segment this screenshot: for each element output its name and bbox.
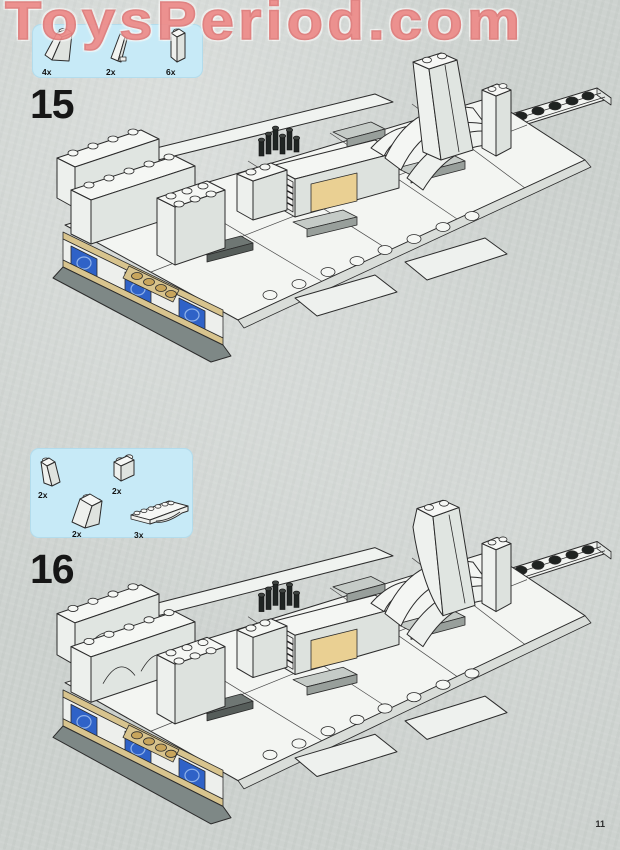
mid-stud-towers <box>156 162 288 266</box>
step-15-model-illustration <box>52 52 612 363</box>
part-icon-slope-2x1 <box>44 28 73 62</box>
antenna-cluster <box>258 125 301 157</box>
step-16-model <box>45 492 620 827</box>
front-bay-walls <box>56 583 196 703</box>
ramp-side-tower <box>481 536 512 613</box>
step-16-number: 16 <box>30 546 75 592</box>
tall-tower <box>412 52 474 161</box>
part-icon-arch-1x6 <box>130 500 189 525</box>
part-brick-1x2: 2x <box>110 454 137 495</box>
part-slope-2x1: 4x <box>40 26 76 76</box>
step-16-model-illustration <box>52 499 612 825</box>
part-slope-1x1: 2x <box>106 30 130 76</box>
part-slope-2x2: 2x <box>68 489 105 538</box>
deck-stud-row <box>262 211 480 300</box>
step-16-parts-box: 2x 2x 2x <box>30 448 193 539</box>
part-icon-slope-75-tall <box>170 28 186 63</box>
step-15-parts-box: 4x 2x 6x <box>32 24 203 78</box>
part-count: 2x <box>106 67 116 77</box>
part-count: 2x <box>112 486 122 496</box>
watermark: ToysPeriod.com <box>4 0 525 51</box>
step-15-model <box>45 40 620 365</box>
part-icon-slope-1x1 <box>110 33 128 63</box>
antenna-cluster <box>258 580 301 612</box>
hull-front-stripes <box>52 689 232 825</box>
part-icon-slope-2x2 <box>71 493 103 529</box>
mid-stud-towers <box>156 618 288 725</box>
hull-front-stripes <box>52 231 232 363</box>
part-count: 4x <box>42 67 52 77</box>
part-count: 6x <box>166 67 176 77</box>
part-count: 3x <box>134 530 144 540</box>
page-number: 11 <box>595 819 605 829</box>
part-icon-slope-2x1 <box>40 457 61 487</box>
part-count: 2x <box>38 490 48 500</box>
ramp-side-tower <box>481 83 512 157</box>
part-slope-75-tall: 6x <box>163 27 189 76</box>
part-arch-1x6: 3x <box>126 497 192 539</box>
deck-stud-row <box>262 668 480 760</box>
step-15-number: 15 <box>30 81 75 127</box>
part-slope-2x1: 2x <box>36 454 62 499</box>
front-bay-walls <box>56 128 196 245</box>
part-count: 2x <box>72 529 82 539</box>
tall-curved-tower <box>412 499 476 617</box>
part-icon-brick-1x2 <box>113 454 135 482</box>
